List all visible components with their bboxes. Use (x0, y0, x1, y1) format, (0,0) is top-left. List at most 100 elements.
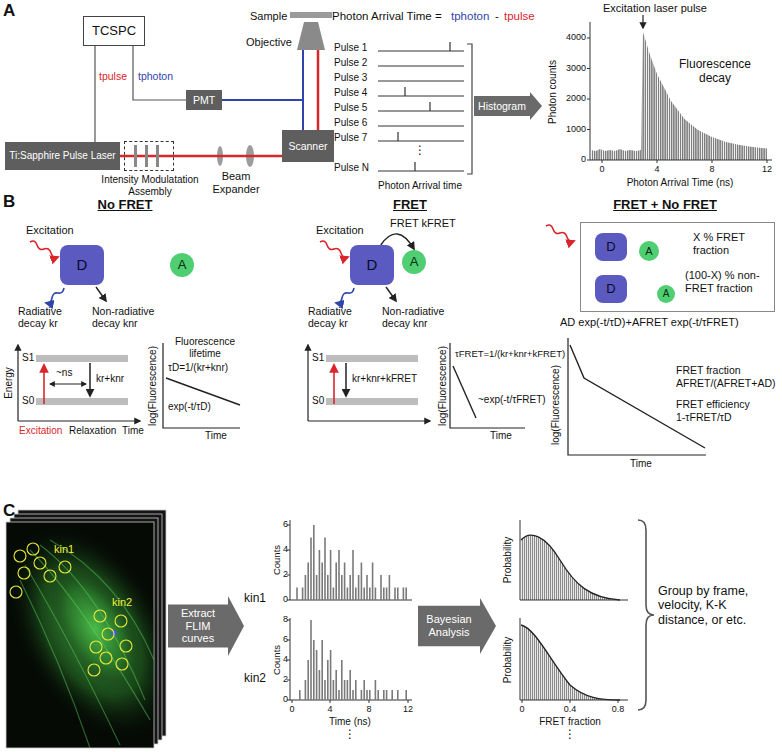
energy-level (36, 398, 128, 405)
text-label: Sample (250, 10, 287, 23)
acceptor-circle: A (402, 250, 426, 274)
text-label: Beam Expander (210, 170, 262, 195)
connector (94, 46, 95, 142)
tick-label: 8 (283, 614, 288, 624)
text-label: kr+knr+kFRET (352, 373, 417, 385)
equation: tphoton (451, 10, 489, 23)
posterior-fill (521, 625, 620, 700)
tick-label: 12 (762, 164, 772, 174)
detector-box: PMT (186, 90, 222, 110)
axis-title: Photon Arrival Time (ns) (627, 177, 734, 189)
arrow-body (474, 92, 542, 120)
excitation-wave (320, 241, 348, 258)
text-label: Pulse N (334, 162, 369, 174)
axis-title: Time (205, 430, 227, 442)
node-text: Histogram (478, 100, 526, 112)
kinetochore-circle (90, 641, 102, 653)
node-text: (100-X) % non-FRET fraction (685, 269, 773, 294)
kinetochore-circle (59, 561, 71, 573)
kinetochore-circle (88, 664, 100, 676)
node-text: A (645, 245, 652, 258)
text-label: Excitation (26, 224, 74, 237)
text-label: kin2 (112, 596, 132, 609)
text-label: Excitation (316, 224, 364, 237)
axis-ticks (287, 525, 408, 703)
tick-label: 8 (709, 164, 714, 174)
axis-title: Probability (502, 537, 514, 584)
tick-label: 8 (366, 704, 371, 714)
text-label: S1 (312, 352, 324, 364)
donor-box: D (595, 275, 627, 303)
text-label: Pulse 7 (334, 132, 367, 144)
node-text: D (77, 256, 88, 273)
ellipsis: ⋮ (344, 728, 356, 742)
equation: tpulse (504, 10, 535, 23)
tick-label: 12 (403, 704, 413, 714)
axis-title: Time (490, 430, 512, 442)
equation: 1-τFRET/τD (676, 411, 732, 423)
plot-axes (568, 338, 706, 455)
tick-label: 0 (599, 164, 604, 174)
relaxation-arrow (89, 363, 91, 396)
panel-letter: C (3, 501, 15, 521)
tick-label: 0 (283, 694, 288, 704)
axis-ticks (522, 700, 618, 703)
text-label: Pulse 4 (334, 87, 367, 99)
text-label: Pulse 6 (334, 117, 367, 129)
tick-label: 2000 (566, 93, 586, 103)
nonradiative-arrow (386, 287, 396, 301)
tick-label: 6 (283, 634, 288, 644)
decay-histogram (591, 32, 767, 160)
axis-title: Counts (272, 545, 283, 575)
node-text: Intensity Modulatation Assembly (92, 174, 208, 197)
pointer-arrow (642, 15, 643, 28)
sample-slide (290, 12, 332, 18)
text-label: Radiative decay kr (308, 305, 370, 329)
population-box: X % FRET fraction(100-X) % non-FRET frac… (580, 222, 775, 312)
excitation-arrow (43, 365, 45, 404)
section-title: No FRET (98, 198, 153, 213)
kinetochore-circles (10, 543, 132, 676)
text-label: S0 (312, 395, 324, 407)
time-axis (308, 420, 430, 421)
donor-box: D (60, 245, 104, 285)
axis-title: Counts (272, 645, 283, 675)
energy-level (36, 355, 128, 362)
text-label: Fluorescence lifetime (170, 336, 240, 359)
equation: ~exp(-t/τFRET) (478, 394, 546, 406)
modulator-box: Intensity Modulatation Assembly (124, 141, 174, 171)
excitation-beam (124, 155, 174, 158)
tick-label: 2 (283, 569, 288, 579)
tick-label: 0 (581, 154, 586, 164)
equation: AD exp(-t/τD)+AFRET exp(-t/τFRET) (560, 316, 739, 329)
kinetochore-circle (44, 570, 56, 582)
kinetochore-circle (115, 615, 127, 627)
modulator-plate (156, 145, 159, 167)
kinetochore-circle (100, 652, 112, 664)
kinetochore-circle (94, 610, 106, 622)
axis-title: Photon counts (547, 60, 559, 124)
energy-level (326, 355, 418, 362)
text-label: FRET fraction (676, 364, 741, 376)
tick-label: 6 (283, 519, 288, 529)
text-label: Radiative decay kr (18, 305, 80, 329)
tick-label: 4 (283, 544, 288, 554)
text-label: S0 (22, 395, 34, 407)
axis-title: log(Fluorescence) (437, 346, 449, 426)
axis-title: Time (122, 425, 144, 437)
kinetochore-circle (34, 557, 46, 569)
axis-title: log(Fluorescence) (147, 346, 159, 426)
text-label: kr+knr (96, 373, 124, 385)
modulator-plate (145, 145, 148, 167)
spindle-image (6, 522, 154, 748)
equation: AFRET/(AFRET+AD) (676, 377, 775, 389)
kinetochore-circle (14, 550, 26, 562)
edge-label: FRET kFRET (390, 217, 456, 230)
process-arrow: Extract FLIM curves (168, 596, 244, 656)
axis-title: Time (630, 458, 652, 470)
excitation-arrow (333, 365, 335, 404)
text-label: Pulse 1 (334, 42, 367, 54)
photon-spike (398, 42, 450, 171)
text-label: ~ns (56, 367, 72, 379)
